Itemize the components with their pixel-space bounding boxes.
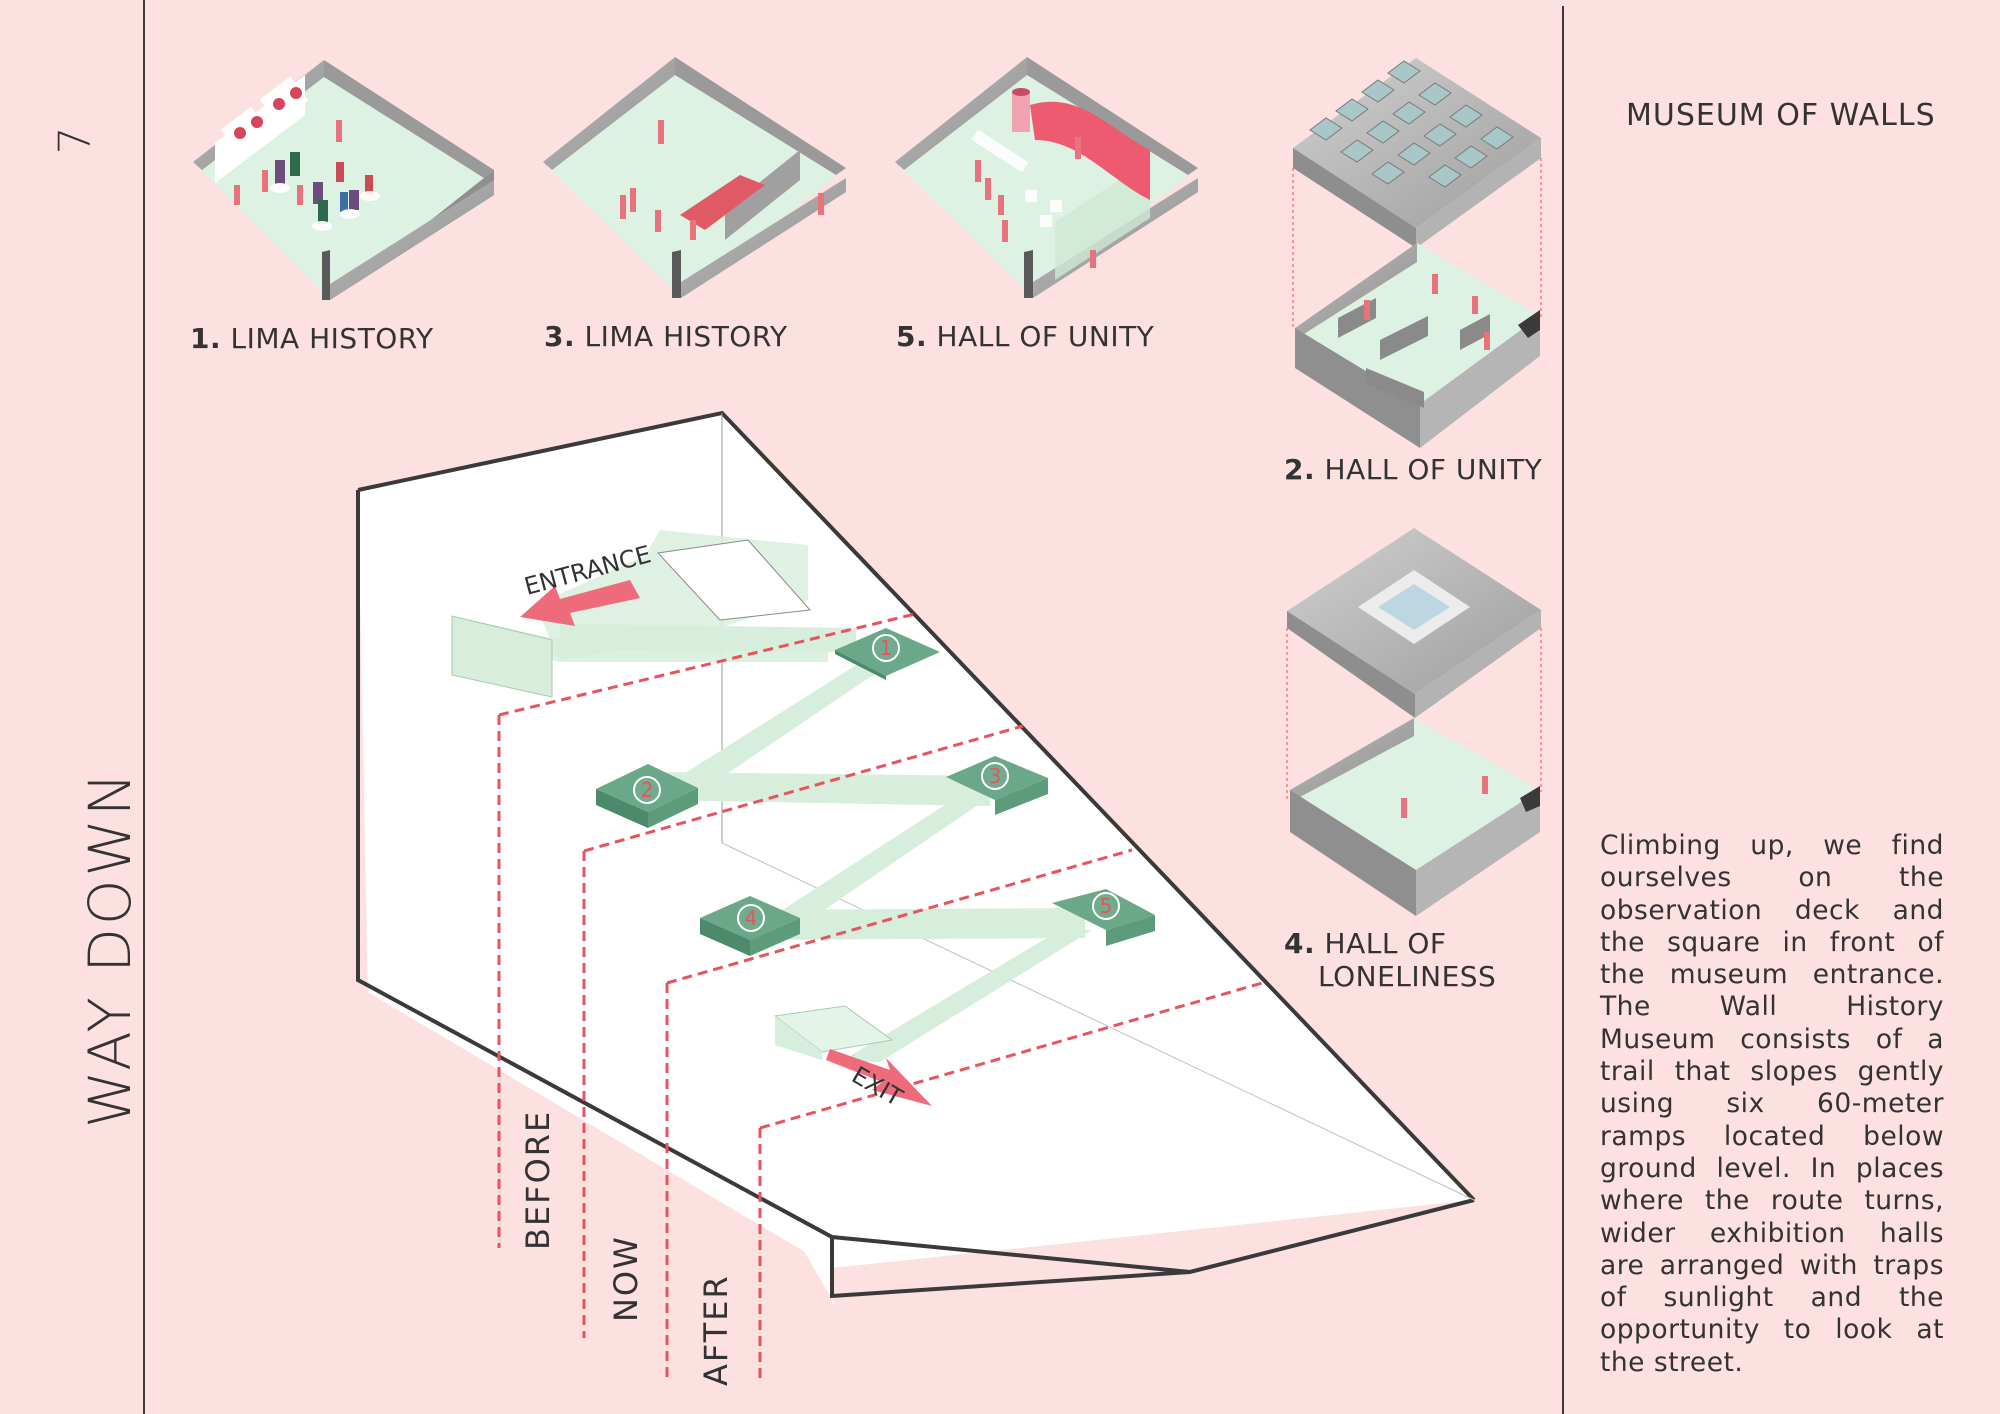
node-1-label: 1 — [880, 636, 893, 660]
node-2-label: 2 — [641, 778, 654, 802]
node-5 — [1052, 889, 1155, 946]
left-divider-line — [143, 0, 145, 1414]
hall-2-label: 2. HALL OF UNITY — [1284, 453, 1543, 486]
entrance-arrow — [520, 580, 640, 626]
room-3-isometric — [543, 57, 846, 298]
hall-4-label: 4. HALL OF — [1284, 927, 1447, 960]
node-2 — [596, 764, 698, 828]
description-paragraph: Climbing up, we find ourselves on the ob… — [1600, 830, 1944, 1378]
time-label-before: BEFORE — [519, 1109, 557, 1250]
hall-1-label: 1. LIMA HISTORY — [190, 322, 434, 355]
room-1-isometric — [193, 60, 494, 300]
museum-title: MUSEUM OF WALLS — [1626, 98, 1936, 133]
room-4-exploded — [1286, 528, 1542, 916]
node-5-label: 5 — [1100, 894, 1113, 918]
hall-5-label: 5. HALL OF UNITY — [896, 320, 1155, 353]
right-divider-line — [1562, 6, 1564, 1414]
section-lines — [497, 612, 1263, 1380]
hall-3-label: 3. LIMA HISTORY — [544, 320, 788, 353]
node-4-label: 4 — [745, 906, 758, 930]
ramp-path — [451, 530, 1092, 1062]
room-2-exploded — [1292, 58, 1542, 448]
hall-4-label-line2: LONELINESS — [1318, 960, 1497, 993]
node-4 — [700, 896, 800, 956]
node-1 — [835, 628, 940, 680]
exit-arrow — [826, 1049, 932, 1106]
node-3 — [946, 756, 1048, 815]
node-3-label: 3 — [989, 764, 1002, 788]
time-label-now: NOW — [607, 1235, 645, 1322]
time-label-after: AFTER — [697, 1274, 735, 1386]
room-5-isometric — [895, 57, 1198, 298]
